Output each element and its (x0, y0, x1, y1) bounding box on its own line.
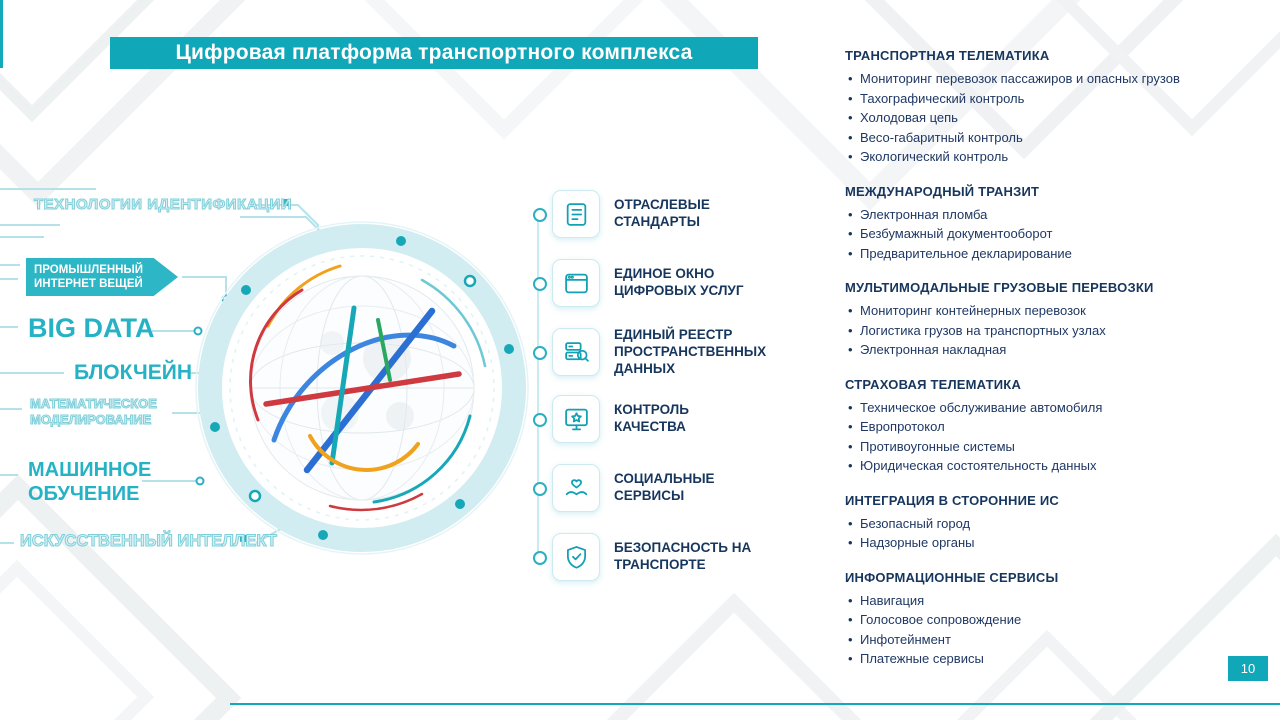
bottom-accent-line (230, 703, 1280, 705)
service-section-title: ИНФОРМАЦИОННЫЕ СЕРВИСЫ (845, 569, 1059, 585)
service-item: Электронная накладная (845, 340, 1257, 360)
service-item: Навигация (845, 591, 1257, 611)
keyword-blockchain: БЛОКЧЕЙН (74, 361, 193, 384)
service-item: Мониторинг перевозок пассажиров и опасны… (845, 69, 1257, 89)
globe-graphic (195, 221, 529, 555)
connector-line (537, 213, 539, 557)
keyword-industrial-iot: ПРОМЫШЛЕННЫЙ ИНТЕРНЕТ ВЕЩЕЙ (26, 258, 178, 296)
platform-item-label: СОЦИАЛЬНЫЕ СЕРВИСЫ (614, 471, 715, 503)
service-section-title: МЕЖДУНАРОДНЫЙ ТРАНЗИТ (845, 183, 1040, 199)
document-standards-icon (552, 190, 600, 238)
service-section: МУЛЬТИМОДАЛЬНЫЕ ГРУЗОВЫЕ ПЕРЕВОЗКИ Монит… (845, 280, 1257, 360)
service-section: ТРАНСПОРТНАЯ ТЕЛЕМАТИКА Мониторинг перев… (845, 48, 1257, 167)
service-section: ИНФОРМАЦИОННЫЕ СЕРВИСЫ Навигация Голосов… (845, 570, 1257, 669)
keyword-industrial-iot-label: ПРОМЫШЛЕННЫЙ ИНТЕРНЕТ ВЕЩЕЙ (34, 263, 143, 290)
service-item-list: Мониторинг перевозок пассажиров и опасны… (845, 69, 1257, 167)
service-item: Электронная пломба (845, 205, 1257, 225)
service-section: МЕЖДУНАРОДНЫЙ ТРАНЗИТ Электронная пломба… (845, 184, 1257, 264)
service-item: Экологический контроль (845, 147, 1257, 167)
platform-item-label: БЕЗОПАСНОСТЬ НА ТРАНСПОРТЕ (614, 540, 752, 572)
service-item-list: Безопасный город Надзорные органы (845, 514, 1257, 553)
platform-item-label: КОНТРОЛЬ КАЧЕСТВА (614, 402, 689, 434)
service-item: Мониторинг контейнерных перевозок (845, 301, 1257, 321)
service-item-list: Навигация Голосовое сопровождение Инфоте… (845, 591, 1257, 669)
platform-item-label: ОТРАСЛЕВЫЕ СТАНДАРТЫ (614, 197, 710, 229)
quality-star-icon (552, 395, 600, 443)
service-item: Юридическая состоятельность данных (845, 456, 1257, 476)
service-item-list: Техническое обслуживание автомобиля Евро… (845, 398, 1257, 476)
service-item: Логистика грузов на транспортных узлах (845, 321, 1257, 341)
platform-item-social-services: СОЦИАЛЬНЫЕ СЕРВИСЫ (533, 464, 744, 512)
service-item: Противоугонные системы (845, 437, 1257, 457)
slide-title: Цифровая платформа транспортного комплек… (175, 41, 693, 64)
service-item: Весо-габаритный контроль (845, 128, 1257, 148)
platform-item-standards: ОТРАСЛЕВЫЕ СТАНДАРТЫ (533, 190, 754, 238)
platform-item-transport-security: БЕЗОПАСНОСТЬ НА ТРАНСПОРТЕ (533, 533, 764, 581)
service-item: Тахографический контроль (845, 89, 1257, 109)
page-number: 10 (1240, 661, 1256, 676)
shield-icon (552, 533, 600, 581)
service-section-title: СТРАХОВАЯ ТЕЛЕМАТИКА (845, 376, 1022, 392)
service-item: Холодовая цепь (845, 108, 1257, 128)
platform-item-single-window: ЕДИНОЕ ОКНО ЦИФРОВЫХ УСЛУГ (533, 259, 774, 307)
service-section-title: ИНТЕГРАЦИЯ В СТОРОННИЕ ИС (845, 492, 1059, 508)
chevron-shape (328, 0, 680, 140)
slide-title-banner: Цифровая платформа транспортного комплек… (110, 37, 758, 69)
hands-heart-icon (552, 464, 600, 512)
service-item: Платежные сервисы (845, 649, 1257, 669)
service-item: Безбумажный документооборот (845, 224, 1257, 244)
services-column: ТРАНСПОРТНАЯ ТЕЛЕМАТИКА Мониторинг перев… (845, 48, 1257, 686)
service-item-list: Электронная пломба Безбумажный документо… (845, 205, 1257, 264)
service-section-title: МУЛЬТИМОДАЛЬНЫЕ ГРУЗОВЫЕ ПЕРЕВОЗКИ (845, 280, 1154, 295)
platform-item-label: ЕДИНОЕ ОКНО ЦИФРОВЫХ УСЛУГ (614, 266, 744, 298)
keyword-identification-technologies: ТЕХНОЛОГИИ ИДЕНТИФИКАЦИИ (33, 196, 293, 214)
service-item: Техническое обслуживание автомобиля (845, 398, 1257, 418)
left-accent-line (0, 0, 3, 68)
service-item: Предварительное декларирование (845, 244, 1257, 264)
service-item: Безопасный город (845, 514, 1257, 534)
keyword-mathematical-modeling: МАТЕМАТИЧЕСКОЕ МОДЕЛИРОВАНИЕ (30, 395, 158, 427)
keyword-artificial-intelligence: ИСКУССТВЕННЫЙ ИНТЕЛЛЕКТ (20, 532, 278, 551)
service-item: Надзорные органы (845, 533, 1257, 553)
registry-search-icon (552, 328, 600, 377)
platform-item-spatial-registry: ЕДИНЫЙ РЕЕСТР ПРОСТРАНСТВЕННЫХ ДАННЫХ (533, 327, 799, 378)
service-item: Европротокол (845, 417, 1257, 437)
browser-window-icon (552, 259, 600, 307)
service-section: СТРАХОВАЯ ТЕЛЕМАТИКА Техническое обслужи… (845, 377, 1257, 476)
keyword-machine-learning: МАШИННОЕ ОБУЧЕНИЕ (28, 459, 152, 505)
service-item: Голосовое сопровождение (845, 610, 1257, 630)
service-section: ИНТЕГРАЦИЯ В СТОРОННИЕ ИС Безопасный гор… (845, 493, 1257, 553)
service-section-title: ТРАНСПОРТНАЯ ТЕЛЕМАТИКА (845, 48, 1050, 63)
platform-item-quality-control: КОНТРОЛЬ КАЧЕСТВА (533, 395, 724, 443)
page-number-badge: 10 (1228, 656, 1268, 681)
platform-item-label: ЕДИНЫЙ РЕЕСТР ПРОСТРАНСТВЕННЫХ ДАННЫХ (614, 327, 767, 376)
keyword-big-data: BIG DATA (28, 313, 155, 343)
service-item-list: Мониторинг контейнерных перевозок Логист… (845, 301, 1257, 360)
service-item: Инфотейнмент (845, 630, 1257, 650)
